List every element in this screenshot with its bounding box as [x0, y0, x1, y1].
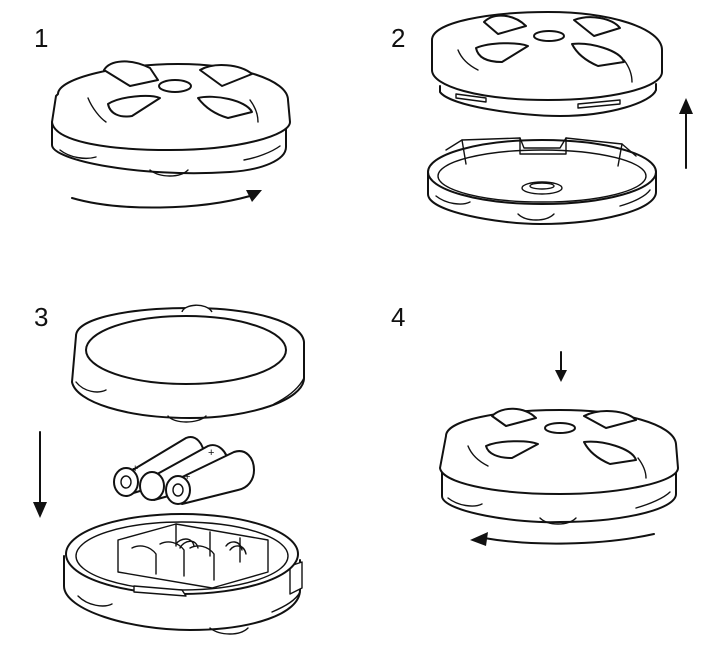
straight-arrow-icon	[679, 98, 693, 169]
battery-plus-mark: +	[184, 471, 190, 483]
step-1-number: 1	[34, 23, 48, 53]
batteries: + + +	[113, 436, 255, 505]
step-4-panel: 4	[391, 302, 679, 546]
step-3-panel: 3 + +	[33, 302, 305, 635]
curved-arrow-icon	[71, 190, 262, 209]
step-2-base	[427, 137, 657, 225]
step-2-panel: 2	[391, 11, 693, 225]
step-2-cap	[431, 11, 663, 117]
step-3-number: 3	[34, 302, 48, 332]
step-4-assembled-unit	[439, 407, 679, 525]
battery-plus-mark: +	[132, 463, 138, 475]
straight-arrow-icon	[33, 431, 47, 518]
step-1-panel: 1	[34, 23, 291, 209]
curved-arrow-icon	[470, 532, 655, 546]
step-3-open-base	[63, 513, 303, 635]
step-1-assembled-unit	[51, 60, 291, 177]
battery-icon: +	[165, 450, 255, 505]
step-2-number: 2	[391, 23, 405, 53]
step-3-inverted-cap	[71, 304, 305, 423]
step-4-number: 4	[391, 302, 405, 332]
battery-plus-mark: +	[208, 447, 214, 459]
straight-arrow-icon	[555, 351, 567, 382]
